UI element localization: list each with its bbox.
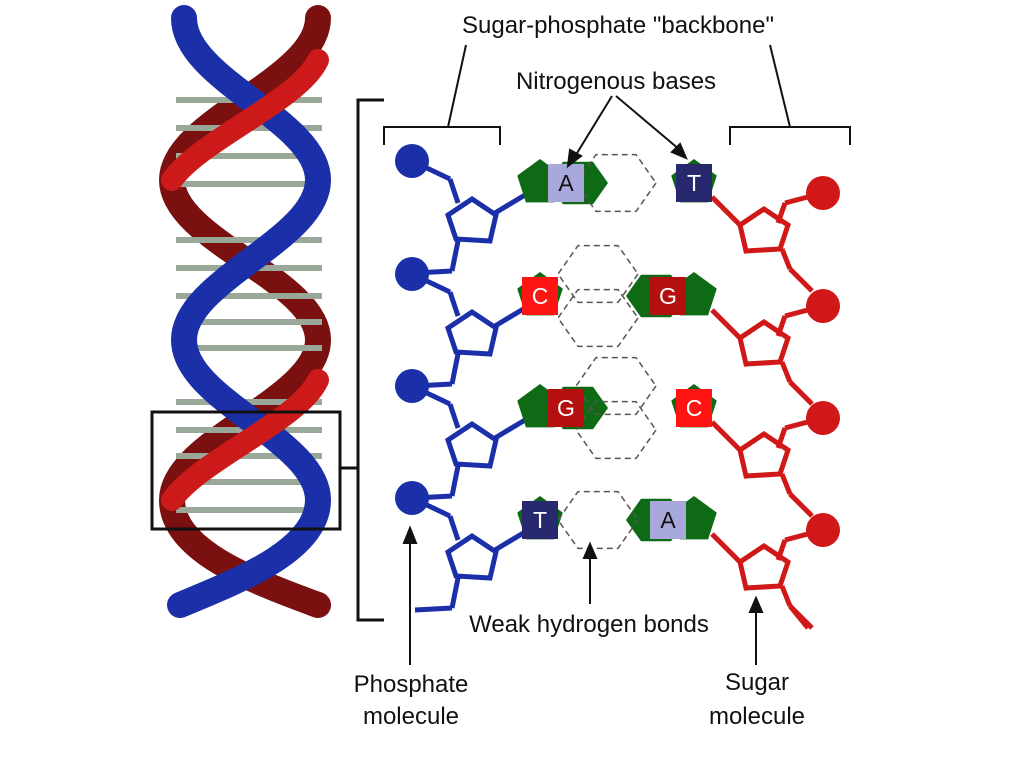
backbone-link [447, 178, 461, 204]
hydrogen-bond-ring [557, 244, 639, 304]
sugar-base-bond [493, 305, 527, 329]
helix-front-strand [161, 5, 332, 618]
backbone-link [779, 473, 793, 495]
sugar-base-bond [493, 192, 527, 216]
phosphate-group [806, 176, 840, 210]
backbone-link [447, 515, 461, 541]
base-right-box [676, 389, 712, 427]
sugar-base-bond [710, 532, 742, 564]
phosphate-label-line1: Phosphate [354, 671, 469, 698]
base-left-box [548, 164, 584, 202]
backbone-label: Sugar-phosphate "backbone" [462, 12, 774, 39]
phosphate-group [806, 513, 840, 547]
deoxyribose-sugar [445, 308, 499, 357]
base-left-letter: C [532, 283, 549, 309]
deoxyribose-sugar [737, 318, 791, 367]
phosphate-bond [788, 267, 814, 293]
phosphate-arrow [402, 525, 418, 665]
phosphate-group [395, 481, 429, 515]
hydrogen-bonds-label: Weak hydrogen bonds [469, 611, 709, 638]
deoxyribose-sugar [445, 195, 499, 244]
base-left-box [522, 277, 558, 315]
left-sugar-phosphate-strand [395, 144, 527, 613]
phosphate-group [395, 144, 429, 178]
phosphate-group [806, 401, 840, 435]
base-right-letter: T [687, 170, 701, 196]
base-right-box [650, 277, 686, 315]
nitrogenous-bases-arrows [566, 95, 688, 169]
phosphate-group [395, 257, 429, 291]
phosphate-bond [788, 380, 814, 406]
base-left-box [548, 389, 584, 427]
backbone-pointer-right [769, 44, 791, 128]
base-left-letter: G [557, 395, 575, 421]
phosphate-bond [414, 605, 453, 613]
phosphate-label-line2: molecule [363, 703, 459, 730]
base-right-box [676, 164, 712, 202]
sugar-label-line2: molecule [709, 703, 805, 730]
backbone-pointer-left [447, 44, 467, 128]
hydrogen-bond-ring [557, 288, 639, 348]
phosphate-group [806, 289, 840, 323]
sugar-arrow [748, 595, 764, 665]
hydrogen-bond-ring [575, 356, 657, 416]
left-backbone-bracket [383, 126, 501, 145]
deoxyribose-sugar [737, 430, 791, 479]
deoxyribose-sugar [445, 532, 499, 581]
sugar-base-bond [710, 308, 742, 340]
right-sugar-phosphate-strand [710, 176, 840, 630]
base-right-letter: A [660, 507, 676, 533]
deoxyribose-sugar [737, 205, 791, 254]
base-left-box [522, 501, 558, 539]
backbone-link [449, 240, 461, 272]
nitrogenous-bases-label: Nitrogenous bases [516, 68, 716, 95]
backbone-link [779, 361, 793, 383]
hydrogen-bond-arrow [582, 541, 598, 604]
backbone-link [779, 248, 793, 270]
base-left-letter: T [533, 507, 547, 533]
backbone-link [449, 353, 461, 385]
backbone-link [447, 291, 461, 317]
base-right-letter: G [659, 283, 677, 309]
sugar-base-bond [493, 417, 527, 441]
phosphate-group [395, 369, 429, 403]
dna-double-helix-illustration [150, 5, 358, 618]
backbone-link [449, 465, 461, 497]
backbone-link [447, 403, 461, 429]
sugar-base-bond [710, 195, 742, 227]
backbone-link [779, 585, 793, 607]
deoxyribose-sugar [737, 542, 791, 591]
hydrogen-bond-ring [575, 400, 657, 460]
deoxyribose-sugar [445, 420, 499, 469]
base-left-letter: A [558, 170, 574, 196]
sugar-label-line1: Sugar [725, 669, 789, 696]
backbone-tail [788, 604, 810, 630]
zoom-bracket [356, 98, 384, 622]
hydrogen-bond-ring [575, 153, 657, 213]
zoom-selection-box [150, 410, 342, 531]
backbone-link [449, 577, 461, 609]
hydrogen-bond-ring [557, 490, 639, 550]
base-right-letter: C [686, 395, 703, 421]
right-backbone-bracket [729, 126, 851, 145]
phosphate-bond [788, 492, 814, 518]
sugar-base-bond [710, 420, 742, 452]
sugar-base-bond [493, 529, 527, 553]
base-right-box [650, 501, 686, 539]
